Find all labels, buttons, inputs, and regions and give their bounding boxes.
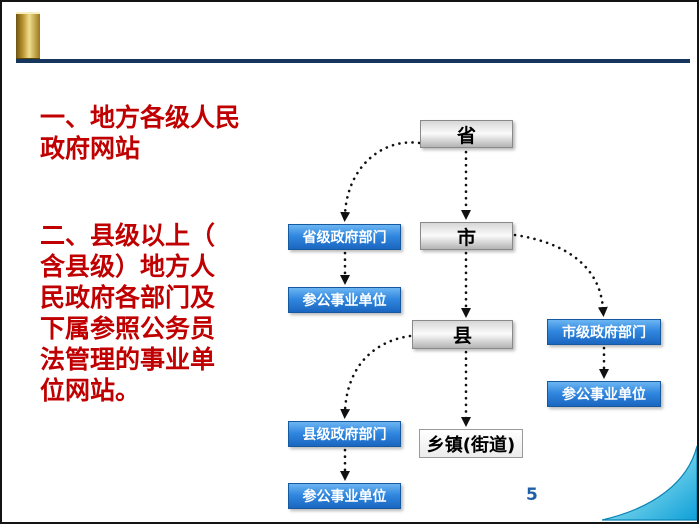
node-provincial-departments: 省级政府部门 <box>288 224 401 250</box>
heading-item2: 二、县级以上（ 含县级）地方人 民政府各部门及 下属参照公务员 法管理的事业单 … <box>40 220 215 406</box>
node-township: 乡镇(街道) <box>419 429 523 458</box>
heading-item1-line2: 政府网站 <box>40 134 141 163</box>
heading-item2-line6: 位网站。 <box>40 376 141 405</box>
gold-accent-bar <box>16 12 40 59</box>
node-city-institutions: 参公事业单位 <box>547 381 661 407</box>
node-city-departments: 市级政府部门 <box>547 319 661 345</box>
page-number: 5 <box>526 485 538 505</box>
heading-item2-line4: 下属参照公务员 <box>40 314 216 343</box>
node-county-departments: 县级政府部门 <box>288 421 401 447</box>
header-divider-line <box>16 59 690 63</box>
node-county: 县 <box>412 320 513 349</box>
heading-item2-line2: 含县级）地方人 <box>40 252 216 281</box>
heading-item1-line1: 一、地方各级人民 <box>40 103 241 132</box>
node-provincial-institutions: 参公事业单位 <box>288 287 401 313</box>
corner-fold-decoration <box>602 445 697 521</box>
heading-item2-line5: 法管理的事业单 <box>40 345 216 374</box>
heading-item2-line3: 民政府各部门及 <box>40 283 216 312</box>
node-province: 省 <box>420 120 513 148</box>
heading-item1: 一、地方各级人民 政府网站 <box>40 102 240 164</box>
heading-item2-line1: 二、县级以上（ <box>40 221 216 250</box>
node-city: 市 <box>420 222 513 250</box>
node-county-institutions: 参公事业单位 <box>288 483 401 509</box>
